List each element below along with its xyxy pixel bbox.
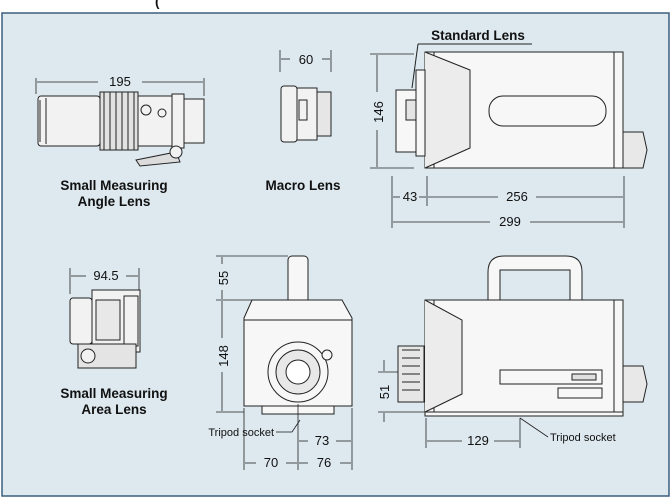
small-area-label-line1: Small Measuring <box>60 386 167 401</box>
macro-lens-drawing <box>280 85 332 143</box>
small-angle-lens-drawing <box>37 91 205 167</box>
small-angle-label-line2: Angle Lens <box>78 194 151 209</box>
standard-body-length-value: 256 <box>506 189 528 204</box>
side-tripod-socket-label: Tripod socket <box>550 432 616 444</box>
macro-lens-label: Macro Lens <box>265 178 340 193</box>
macro-width-value: 60 <box>299 52 313 67</box>
standard-label-leader <box>411 43 532 89</box>
standard-camera-drawing <box>395 51 648 169</box>
standard-lens-depth-value: 43 <box>403 189 417 204</box>
standard-total-length-value: 299 <box>499 214 521 229</box>
side-lens-height-dimension <box>378 360 425 422</box>
standard-height-value: 146 <box>371 101 386 123</box>
front-half-left-value: 70 <box>264 455 278 470</box>
small-area-lens-drawing <box>69 289 141 369</box>
small-angle-width-dimension <box>35 78 205 96</box>
front-socket-offset-value: 73 <box>315 433 329 448</box>
side-socket-distance-dimension <box>425 417 549 448</box>
standard-height-dimension <box>370 53 414 169</box>
front-height-dimensions <box>216 255 288 413</box>
front-tripod-socket-label: Tripod socket <box>208 427 274 439</box>
small-area-width-value: 94.5 <box>93 268 118 283</box>
front-handle-height-value: 55 <box>216 271 231 285</box>
standard-lens-label: Standard Lens <box>431 28 525 43</box>
side-view-drawing <box>397 255 648 417</box>
standard-length-dimensions <box>391 176 625 228</box>
side-lens-height-value: 51 <box>377 385 392 399</box>
front-body-height-value: 148 <box>216 345 231 367</box>
small-angle-width-value: 195 <box>109 74 131 89</box>
small-angle-label-line1: Small Measuring <box>60 178 167 193</box>
small-area-label-line2: Area Lens <box>81 402 146 417</box>
side-socket-distance-value: 129 <box>467 433 489 448</box>
header-partial-title: ( <box>155 0 160 9</box>
front-half-right-value: 76 <box>317 455 331 470</box>
small-area-width-dimension <box>69 268 140 294</box>
macro-width-dimension <box>279 50 332 72</box>
front-width-dimensions <box>243 404 353 470</box>
